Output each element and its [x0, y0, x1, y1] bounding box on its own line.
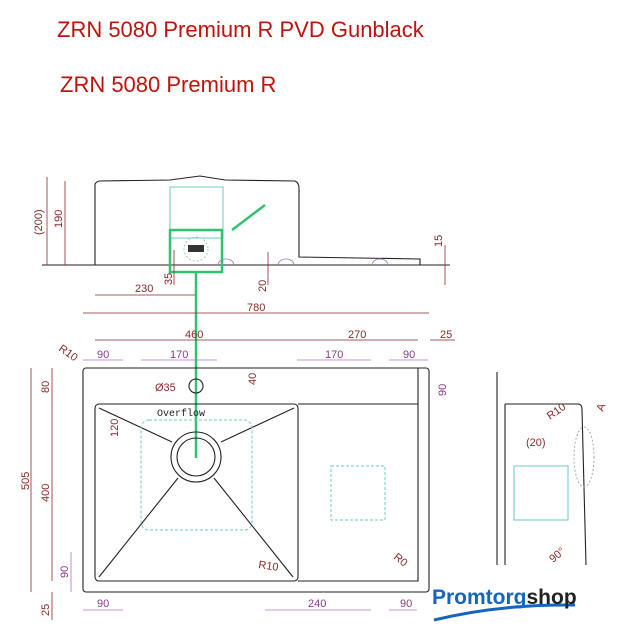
svg-text:20: 20 [257, 280, 269, 292]
svg-text:25: 25 [440, 329, 452, 341]
svg-text:120: 120 [109, 419, 121, 437]
svg-text:90: 90 [437, 384, 449, 396]
title-gunblack: ZRN 5080 Premium R PVD Gunblack [57, 17, 425, 42]
overflow-label: Overflow [157, 408, 205, 420]
svg-text:(20): (20) [526, 437, 546, 449]
svg-text:780: 780 [247, 302, 265, 314]
svg-text:90: 90 [97, 349, 109, 361]
svg-text:170: 170 [170, 349, 188, 361]
top-view: 780 460 270 25 90 170 170 90 R10 Ø35 40 … [20, 302, 455, 620]
svg-text:90: 90 [403, 349, 415, 361]
svg-text:R10: R10 [56, 343, 79, 364]
svg-text:90: 90 [400, 598, 412, 610]
svg-text:(200): (200) [33, 209, 45, 235]
logo-swoosh [433, 603, 576, 622]
svg-text:R0: R0 [391, 551, 409, 569]
svg-text:90: 90 [97, 598, 109, 610]
svg-text:80: 80 [40, 381, 52, 393]
svg-text:400: 400 [40, 484, 52, 502]
svg-text:90°: 90° [547, 545, 567, 565]
svg-text:505: 505 [20, 472, 32, 490]
svg-text:270: 270 [348, 329, 366, 341]
side-view: (200) 190 230 35 20 15 [33, 175, 450, 458]
svg-text:A: A [595, 401, 609, 413]
title-premium: ZRN 5080 Premium R [60, 72, 276, 97]
promtorgshop-logo: Promtorgshop [432, 586, 577, 609]
svg-text:90: 90 [59, 566, 71, 578]
svg-text:230: 230 [135, 283, 153, 295]
svg-text:15: 15 [433, 235, 445, 247]
svg-text:35: 35 [163, 273, 175, 285]
svg-text:460: 460 [185, 329, 203, 341]
svg-text:R10: R10 [258, 559, 280, 574]
svg-text:25: 25 [40, 604, 52, 616]
svg-text:40: 40 [247, 373, 259, 385]
svg-text:240: 240 [308, 598, 326, 610]
svg-text:Ø35: Ø35 [155, 382, 176, 394]
svg-text:190: 190 [53, 210, 65, 228]
svg-text:170: 170 [325, 349, 343, 361]
arrow-icon [231, 204, 266, 231]
side-section: R10 (20) A 90° [496, 372, 609, 565]
